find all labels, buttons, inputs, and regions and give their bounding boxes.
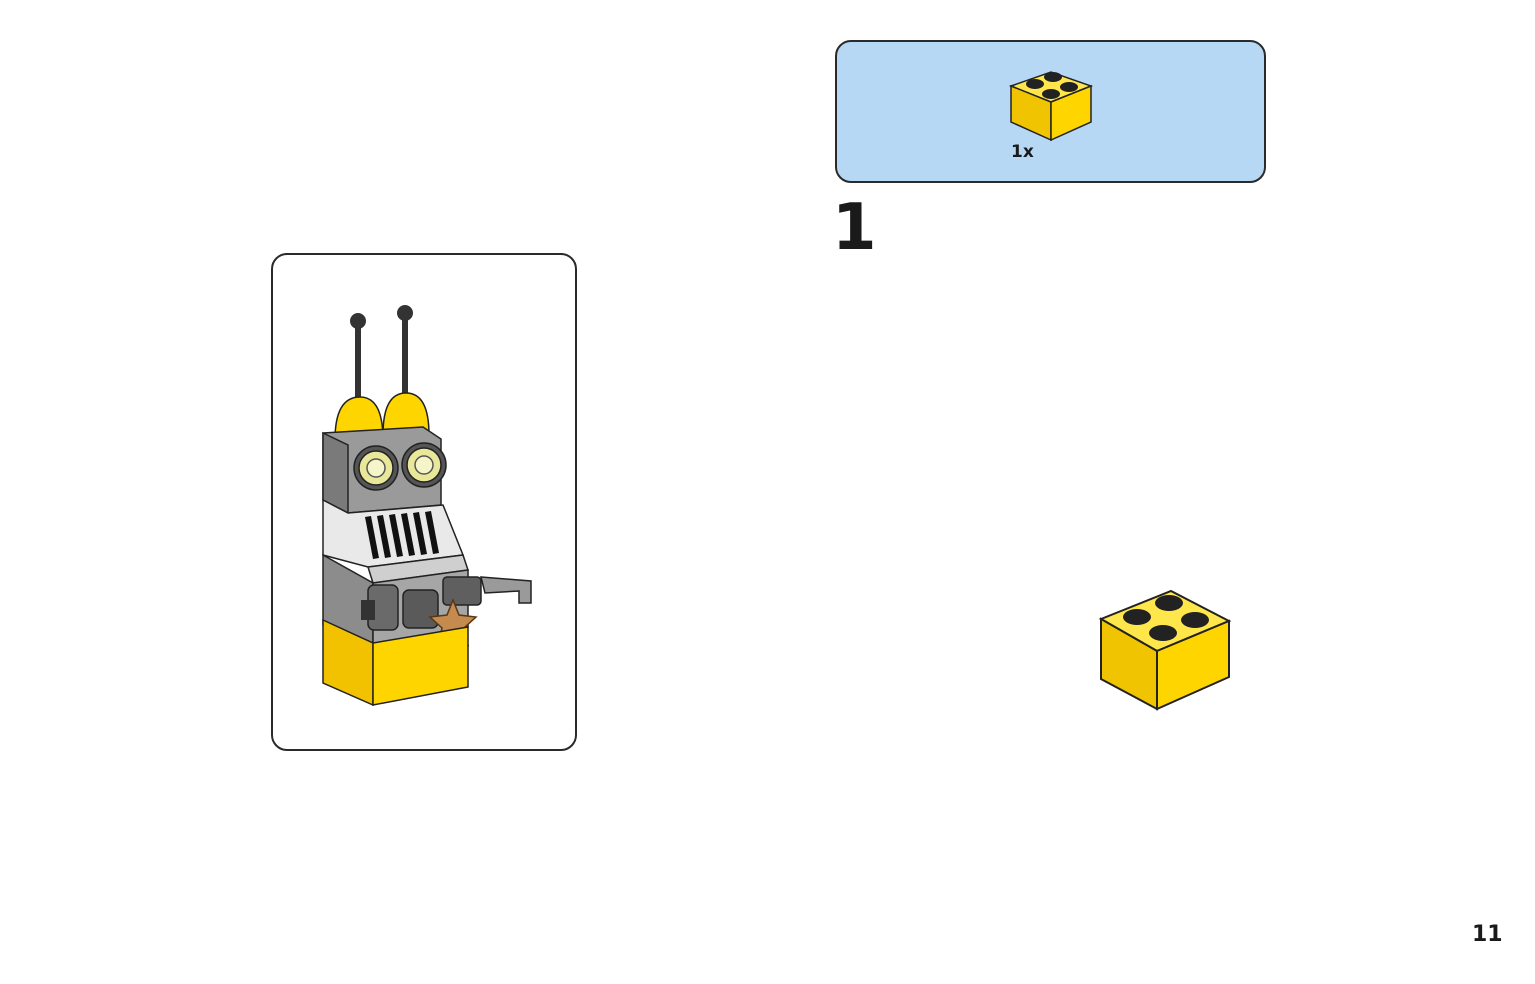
robot-model-illustration	[322, 305, 532, 707]
yellow-2x2-brick-icon	[1008, 71, 1094, 142]
step-brick-illustration	[1098, 589, 1232, 711]
step-number: 1	[832, 191, 877, 265]
finished-model-card	[271, 253, 577, 751]
part-quantity: 1x	[1011, 142, 1034, 162]
page-number: 11	[1472, 922, 1503, 947]
parts-list-box: 1x	[835, 40, 1266, 183]
